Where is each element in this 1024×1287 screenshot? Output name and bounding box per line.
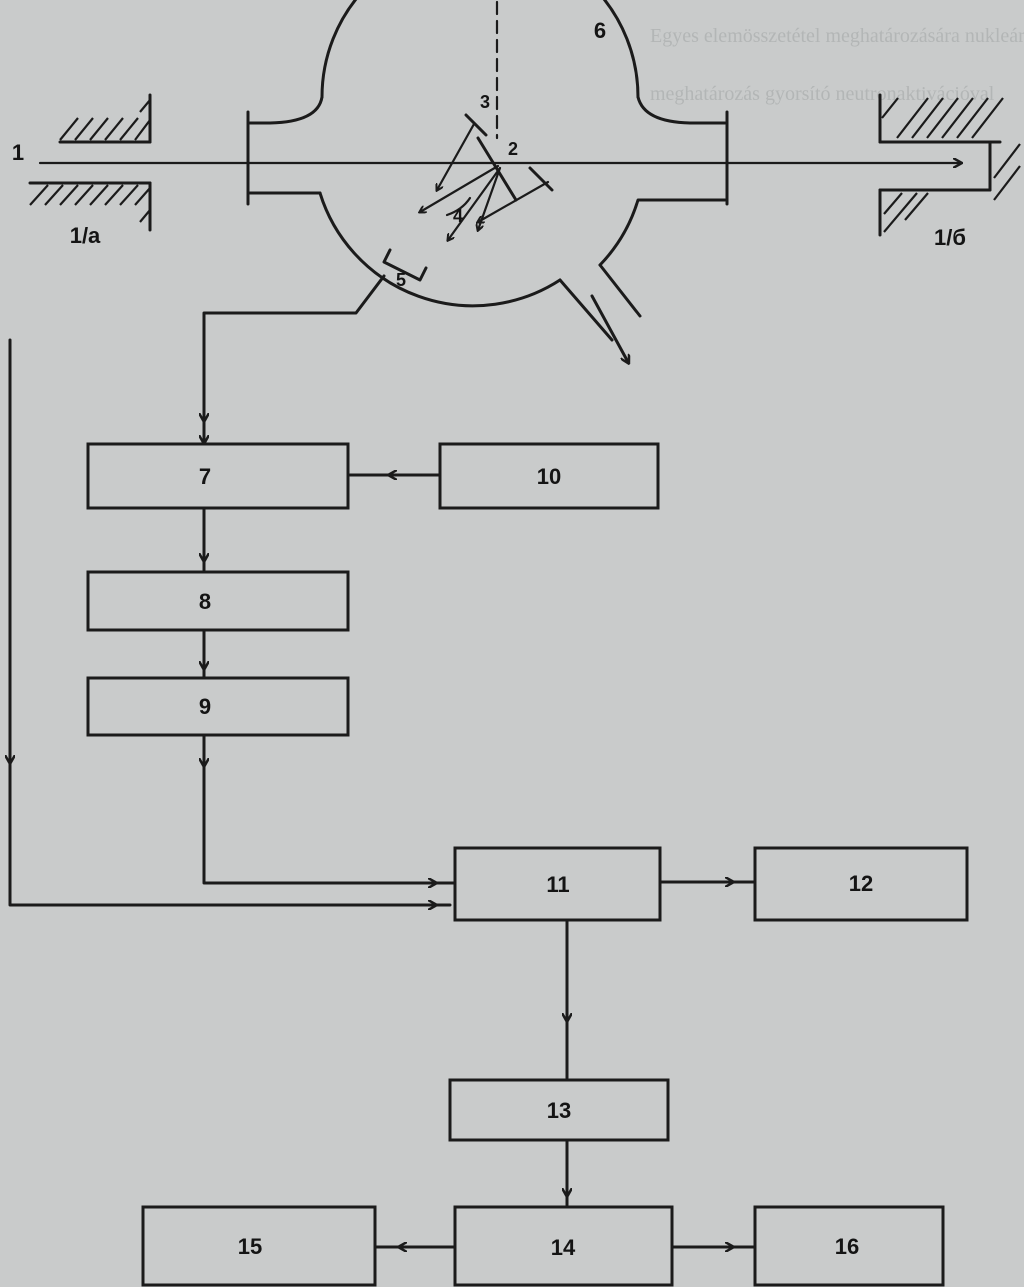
detector-a bbox=[464, 113, 488, 137]
blocks: 7 8 9 10 11 12 13 14 bbox=[86, 442, 969, 1287]
block-11-label: 11 bbox=[546, 872, 569, 897]
chamber-right-tube-bottom bbox=[598, 198, 727, 267]
scattering-chamber bbox=[246, 0, 729, 362]
chamber-bottom-arc bbox=[318, 191, 562, 308]
block-13-label: 13 bbox=[547, 1098, 571, 1123]
line-left-to-11 bbox=[8, 338, 452, 907]
block-10-label: 10 bbox=[537, 464, 561, 489]
block-14: 14 bbox=[453, 1205, 674, 1287]
line-detector-to-7 bbox=[204, 274, 386, 442]
pump-arrow bbox=[590, 294, 628, 362]
ray-3 bbox=[448, 166, 502, 240]
block-8-label: 8 bbox=[199, 589, 211, 614]
block-7: 7 bbox=[86, 442, 350, 510]
chamber-left-tube-top bbox=[248, 95, 324, 125]
ray-1 bbox=[437, 122, 476, 190]
angle-arc bbox=[445, 196, 472, 217]
bg-heading-2: meghatározás gyorsító neutronaktivációva… bbox=[650, 83, 995, 105]
background-text: Egyes elemösszetétel meghatározására nuk… bbox=[650, 25, 1024, 105]
block-14-label: 14 bbox=[551, 1235, 576, 1260]
reflector bbox=[528, 166, 554, 192]
block-10: 10 bbox=[438, 442, 660, 510]
slit-right: 1/б bbox=[878, 93, 1021, 250]
ray-5 bbox=[478, 180, 550, 222]
slit-left: 1/a bbox=[28, 93, 152, 248]
slit-left-label: 1/a bbox=[70, 223, 101, 248]
slit-right-label: 1/б bbox=[934, 225, 966, 250]
block-15-label: 15 bbox=[238, 1234, 262, 1259]
sample-target bbox=[476, 136, 518, 202]
block-15: 15 bbox=[141, 1205, 377, 1287]
chamber-right-tube-top bbox=[636, 95, 727, 125]
block-16: 16 bbox=[753, 1205, 945, 1287]
chamber-label: 6 bbox=[594, 18, 606, 43]
block-11: 11 bbox=[453, 846, 662, 922]
detector-b-label: 5 bbox=[396, 270, 406, 290]
detector-a-label: 3 bbox=[480, 92, 490, 112]
chamber-top-arc bbox=[320, 0, 640, 99]
block-13: 13 bbox=[448, 1078, 670, 1142]
detector-b bbox=[382, 248, 428, 282]
block-12: 12 bbox=[753, 846, 969, 922]
block-16-label: 16 bbox=[835, 1234, 859, 1259]
sample-label: 2 bbox=[508, 139, 518, 159]
block-7-label: 7 bbox=[199, 464, 211, 489]
block-9: 9 bbox=[86, 676, 350, 737]
sample-geometry: 2 3 4 5 6 bbox=[382, 18, 606, 290]
block-12-label: 12 bbox=[849, 871, 873, 896]
block-9-label: 9 bbox=[199, 694, 211, 719]
beam-line: 1 bbox=[12, 140, 960, 165]
angle-label: 4 bbox=[453, 206, 463, 226]
outlet-wall-a bbox=[558, 278, 614, 342]
line-9-to-11 bbox=[202, 733, 457, 885]
block-8: 8 bbox=[86, 570, 350, 632]
bg-heading-1: Egyes elemösszetétel meghatározására nuk… bbox=[650, 25, 1024, 47]
signal-lines bbox=[8, 274, 757, 1247]
beam-label: 1 bbox=[12, 140, 24, 165]
ray-2 bbox=[420, 164, 500, 212]
outlet-wall-b bbox=[598, 263, 642, 318]
